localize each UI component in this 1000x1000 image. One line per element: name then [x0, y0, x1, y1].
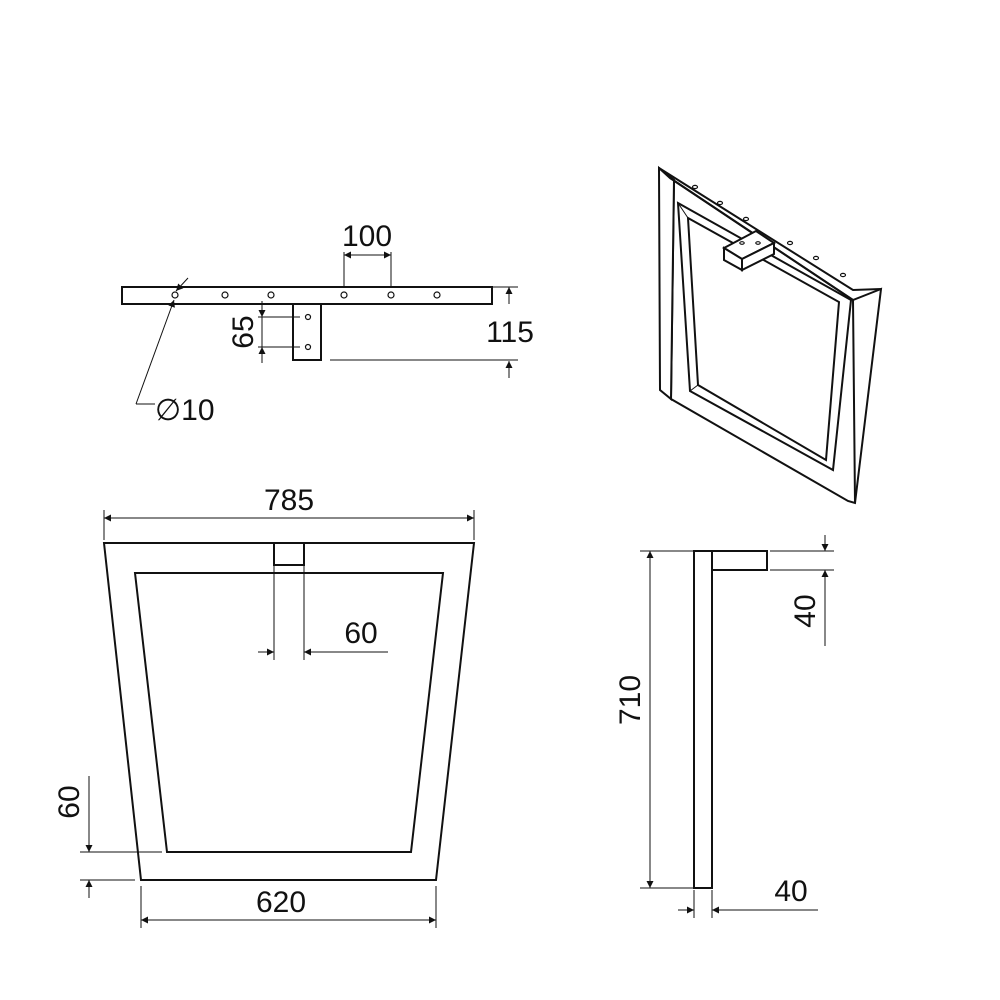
dim-label-60-bracket: 60 [344, 617, 377, 650]
bracket-hole [304, 313, 312, 321]
dim-label-60-bar: 60 [53, 785, 86, 818]
isometric-view [657, 165, 883, 505]
side-bracket [711, 550, 768, 571]
dimension-60-bracket: 60 [258, 565, 388, 660]
dim-label-710: 710 [614, 675, 647, 725]
iso-frame-inner-edge [676, 201, 853, 472]
iso-frame-left-face [657, 165, 676, 402]
dim-label-100: 100 [342, 220, 392, 253]
iso-holes [691, 184, 847, 278]
mounting-hole [267, 291, 275, 299]
dimension-100: 100 [342, 220, 392, 287]
frame-outer [102, 542, 476, 881]
mounting-hole [340, 291, 348, 299]
bracket-hole [304, 343, 312, 351]
frame-inner [133, 572, 445, 853]
top-view: 100 65 115 ∅10 [121, 220, 534, 427]
dim-label-785: 785 [264, 484, 314, 517]
dimension-60-bar: 60 [53, 776, 162, 898]
mounting-hole [387, 291, 395, 299]
dim-label-620: 620 [256, 886, 306, 919]
dim-label-diameter: ∅10 [155, 394, 215, 427]
mounting-holes [171, 291, 441, 299]
dimension-diameter-10: ∅10 [135, 277, 215, 427]
dim-label-40-bracket: 40 [789, 594, 822, 627]
dimension-40-bar: 40 [678, 875, 818, 918]
mounting-hole [433, 291, 441, 299]
dimension-785: 785 [103, 484, 475, 540]
mounting-hole [171, 291, 179, 299]
mounting-bracket [292, 303, 322, 361]
side-leg [693, 550, 713, 889]
dimension-40-bracket: 40 [770, 535, 834, 646]
dimension-620: 620 [140, 886, 437, 928]
mounting-hole [221, 291, 229, 299]
dimension-710: 710 [614, 550, 694, 889]
dimension-65: 65 [227, 301, 300, 363]
dimension-115: 115 [330, 286, 534, 378]
side-view: 710 40 40 [614, 535, 834, 918]
iso-frame-opening [686, 216, 841, 462]
dim-label-40-bar: 40 [774, 875, 807, 908]
dim-label-115: 115 [486, 316, 534, 349]
front-bracket [273, 542, 305, 566]
iso-mounting-bracket [721, 229, 776, 272]
dim-label-65: 65 [227, 315, 260, 348]
front-view: 785 60 60 620 [53, 484, 476, 928]
